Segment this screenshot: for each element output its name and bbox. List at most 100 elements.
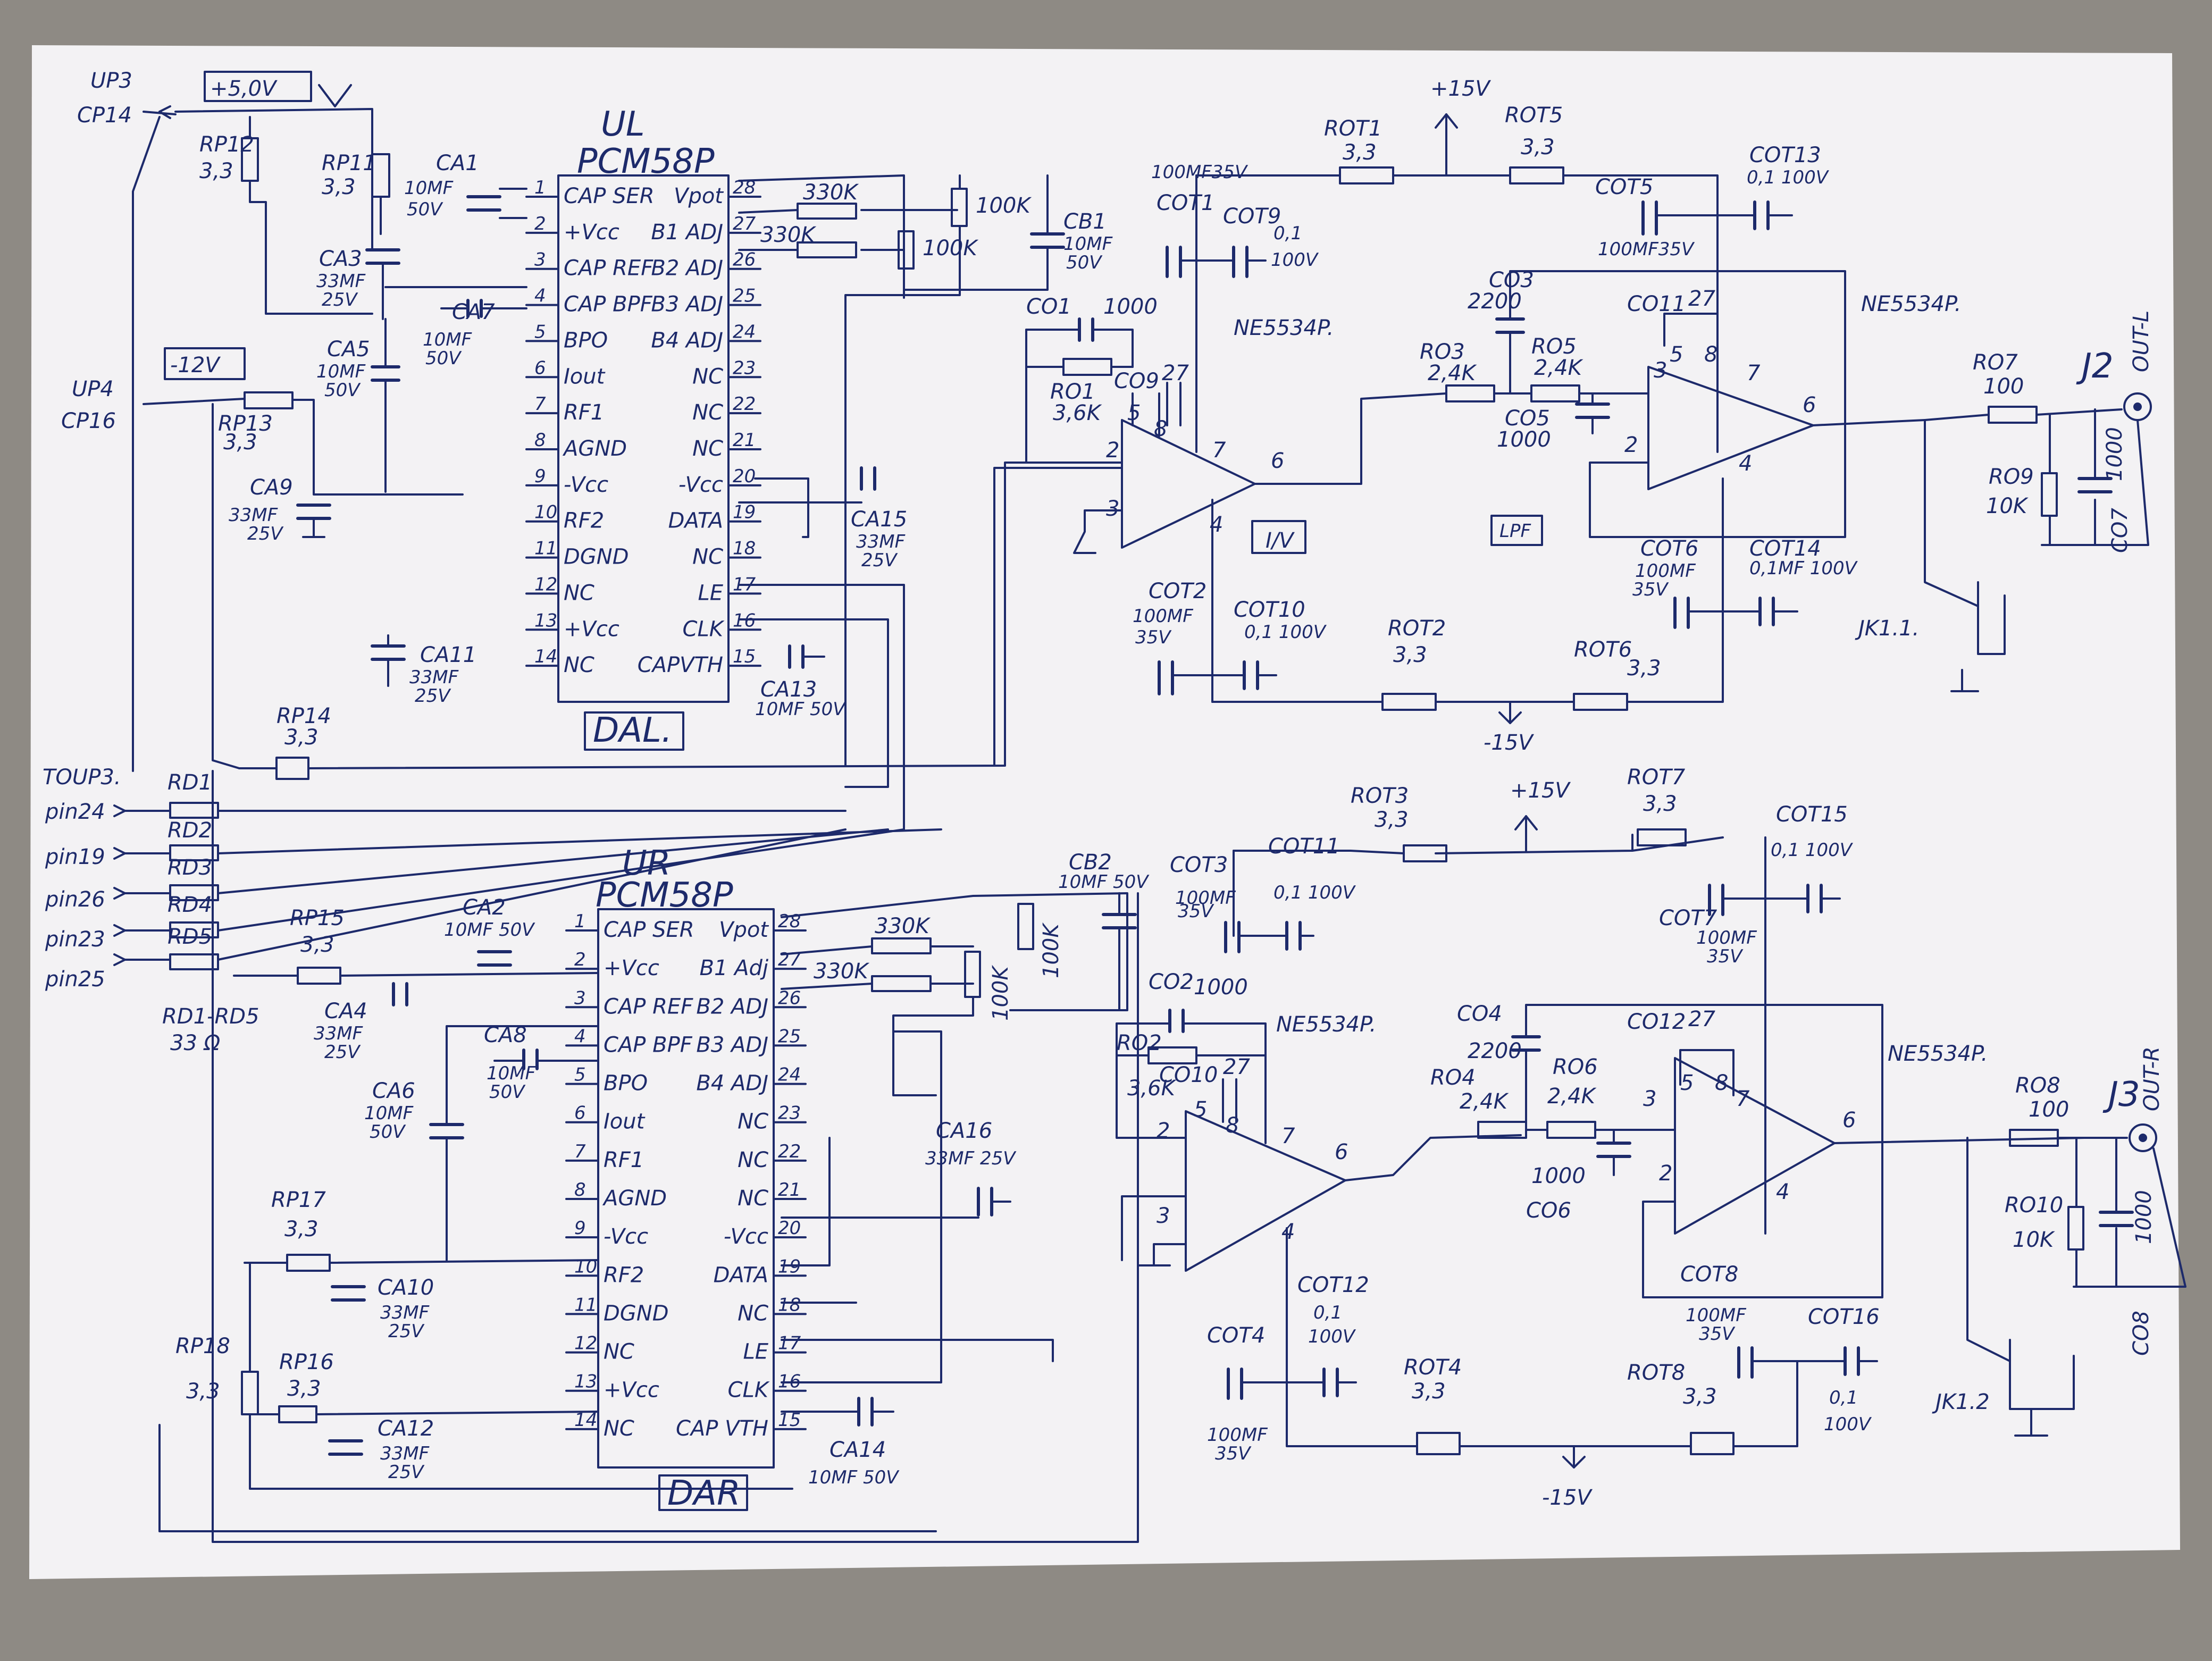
ca15-val: 33MF	[856, 531, 906, 552]
rd1-label: RD1	[167, 770, 212, 795]
ca13-name: CA13	[760, 677, 817, 702]
dac-left-pin-num: 1	[534, 177, 546, 198]
ca9-name: CA9	[250, 475, 293, 500]
ro8-name: RO8	[2015, 1073, 2060, 1098]
dac-right-pot-b: 100K	[988, 965, 1013, 1021]
dac-left-pin-num: 12	[534, 574, 557, 595]
dac-right-pin-num: 18	[778, 1294, 801, 1315]
ro10-name: RO10	[2005, 1193, 2063, 1218]
op2-pin-2: 2	[1624, 433, 1638, 457]
rp12-value: 3,3	[199, 159, 233, 183]
ca7-volt: 50V	[425, 348, 462, 369]
rp14-name: RP14	[276, 704, 331, 728]
co5-name: CO5	[1505, 406, 1550, 431]
op1-pin-non: 3	[1106, 497, 1119, 521]
ca10-val: 33MF	[380, 1302, 430, 1323]
dac-right-pot-a: 100K	[1039, 922, 1063, 978]
ro9-val: 10K	[1986, 494, 2029, 518]
ro6-name: RO6	[1553, 1055, 1598, 1079]
dac-left-pin-num: 2	[534, 213, 546, 234]
dac-right-pin-num: 15	[733, 646, 756, 667]
cot7-val: 100MF	[1696, 927, 1757, 949]
dac-left-pin-num: 6	[534, 357, 546, 379]
cot6-name: COT6	[1640, 536, 1698, 561]
rot8-val: 3,3	[1683, 1385, 1717, 1409]
cot1-val: 100MF35V	[1151, 162, 1249, 183]
cot10-name: COT10	[1234, 598, 1305, 622]
rot5-val: 3,3	[1521, 135, 1555, 160]
dac-right-pin-name: B2 ADJ	[696, 994, 768, 1019]
dac-left-pin-num: 8	[534, 430, 546, 451]
co5-val: 1000	[1497, 427, 1551, 452]
ca7-name: CA7	[452, 300, 495, 324]
iv-box	[1251, 520, 1306, 554]
dac-right-pin-num: 15	[778, 1410, 801, 1431]
dac-left-pin-name: CAP SER	[604, 918, 694, 942]
dac-right-pin-num: 25	[733, 286, 756, 307]
dac-left-pin-num: 11	[574, 1294, 597, 1315]
co9-name: CO9	[1114, 369, 1159, 393]
dac-right-pin-name: -Vcc	[678, 473, 723, 497]
dac-right-pin-name: CLK	[683, 617, 725, 641]
dac-left-pin-name: Iout	[564, 364, 606, 389]
rot3-val: 3,3	[1375, 808, 1409, 832]
dac-right-trim: 330K 330K 100K 100K CB2 10MF 50V CA16 33…	[781, 850, 1150, 1488]
dac-left-pin-num: 8	[574, 1179, 586, 1201]
cot13-val: 0,1 100V	[1747, 167, 1830, 188]
ca3-volt: 25V	[322, 289, 358, 311]
lpf-box	[1490, 515, 1543, 546]
pin-0: pin24	[45, 800, 105, 824]
op1-pin-inv: 2	[1106, 438, 1119, 463]
cot1-name: COT1	[1157, 191, 1214, 215]
dac-left-pin-num: 13	[534, 610, 557, 631]
dac-left-pin-name: CAP REF	[564, 256, 653, 281]
ca12-val: 33MF	[380, 1443, 430, 1464]
co10-name: CO10	[1159, 1063, 1218, 1087]
dac-left-pin-num: 12	[574, 1333, 597, 1354]
cot4-volt: 35V	[1215, 1443, 1252, 1464]
op3-pin-5: 5	[1194, 1097, 1207, 1122]
cot5-val: 100MF35V	[1598, 239, 1695, 260]
toup3-label: TOUP3.	[43, 765, 121, 790]
dac-left-pin-num: 1	[574, 911, 586, 932]
dac-left-pot-b: 100K	[923, 236, 978, 261]
ro7-name: RO7	[1973, 350, 2018, 375]
op1-pin-8: 8	[1154, 417, 1167, 441]
dac-right-pin-name: NC	[738, 1110, 768, 1134]
cb2-name: CB2	[1069, 850, 1112, 875]
dac-left-r330b: 330K	[760, 223, 816, 247]
dac-left-pin-name: CAP BPF	[604, 1033, 693, 1057]
dac-left-pin-name: NC	[604, 1340, 634, 1364]
dac-right-r330b: 330K	[814, 959, 869, 984]
op4-pin-3: 3	[1643, 1087, 1656, 1111]
up3-label: UP3	[90, 69, 132, 93]
dac-left-r330a: 330K	[803, 180, 859, 205]
dac-left-pot-a: 100K	[976, 194, 1032, 218]
dac-right-pin-num: 22	[733, 393, 756, 415]
cot3-name: COT3	[1170, 853, 1228, 877]
op4-pin-5: 5	[1680, 1071, 1694, 1095]
op1-label: NE5534P.	[1234, 316, 1334, 340]
co2-name: CO2	[1149, 970, 1194, 994]
dac-right-pin-name: -Vcc	[724, 1224, 768, 1249]
dac-left-pin-name: NC	[604, 1416, 634, 1441]
dac-right-body	[597, 908, 775, 1469]
rot4-val: 3,3	[1412, 1379, 1446, 1404]
rp17-value: 3,3	[284, 1217, 319, 1241]
dac-right-pin-name: NC	[738, 1186, 768, 1211]
ca16-val: 33MF 25V	[925, 1148, 1017, 1169]
rp17-name: RP17	[271, 1188, 326, 1212]
ca3-val: 33MF	[316, 271, 366, 292]
rp16-value: 3,3	[287, 1377, 321, 1401]
cot15-val: 0,1 100V	[1771, 840, 1854, 861]
dac-left-pin-num: 5	[574, 1064, 586, 1086]
ca6-volt: 50V	[370, 1121, 406, 1143]
ca4-name: CA4	[324, 999, 367, 1024]
ro2-val: 3,6K	[1127, 1076, 1177, 1101]
cp16-label: CP16	[61, 409, 116, 433]
dac-right-pin-name: NC	[738, 1148, 768, 1172]
cot6-val: 100MF	[1635, 560, 1696, 582]
